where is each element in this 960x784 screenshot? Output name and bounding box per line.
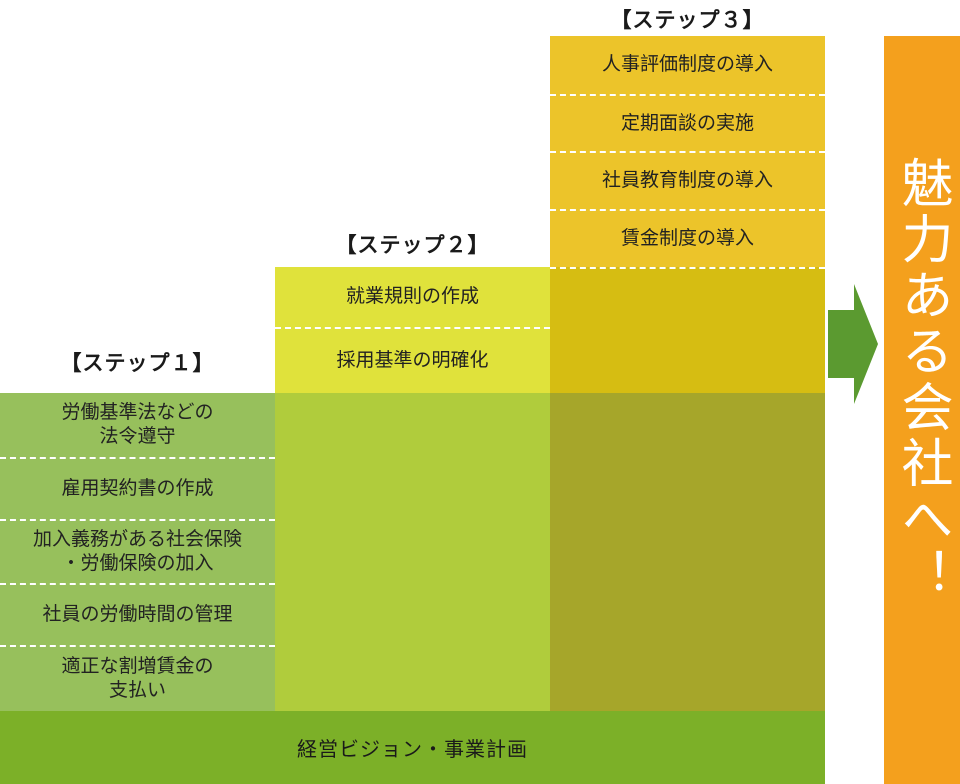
- step3-lower-fill: [550, 393, 825, 711]
- step3-title: 【ステップ３】: [610, 8, 765, 32]
- step1-item: 雇用契約書の作成: [0, 457, 275, 519]
- step2-fill: [275, 393, 550, 711]
- step1-panel: 労働基準法などの 法令遵守 雇用契約書の作成 加入義務がある社会保険 ・労働保険…: [0, 393, 275, 711]
- step2-item: 採用基準の明確化: [275, 327, 550, 393]
- foundation-bar: 経営ビジョン・事業計画: [0, 711, 825, 784]
- step3-panel: 人事評価制度の導入 定期面談の実施 社員教育制度の導入 賃金制度の導入: [550, 36, 825, 267]
- step3-upper-fill: [550, 267, 825, 393]
- step3-item: 人事評価制度の導入: [601, 53, 773, 76]
- step3-item: 賃金制度の導入: [550, 209, 825, 267]
- step1-title: 【ステップ１】: [60, 351, 215, 375]
- goal-panel: 魅力ある会社へ！: [884, 36, 960, 784]
- goal-text: 魅力ある会社へ！: [892, 156, 952, 604]
- foundation-label: 経営ビジョン・事業計画: [297, 737, 528, 761]
- step2-panel: 就業規則の作成 採用基準の明確化: [275, 267, 550, 393]
- step2-title: 【ステップ２】: [335, 233, 490, 257]
- step1-item: 労働基準法などの 法令遵守: [61, 401, 214, 447]
- step1-item: 加入義務がある社会保険 ・労働保険の加入: [0, 519, 275, 583]
- step3-item: 社員教育制度の導入: [550, 151, 825, 209]
- right-arrow-icon: [828, 284, 878, 404]
- step3-item: 定期面談の実施: [550, 94, 825, 151]
- step1-item: 適正な割増賃金の 支払い: [0, 645, 275, 711]
- step2-item: 就業規則の作成: [345, 285, 479, 308]
- step1-item: 社員の労働時間の管理: [0, 583, 275, 645]
